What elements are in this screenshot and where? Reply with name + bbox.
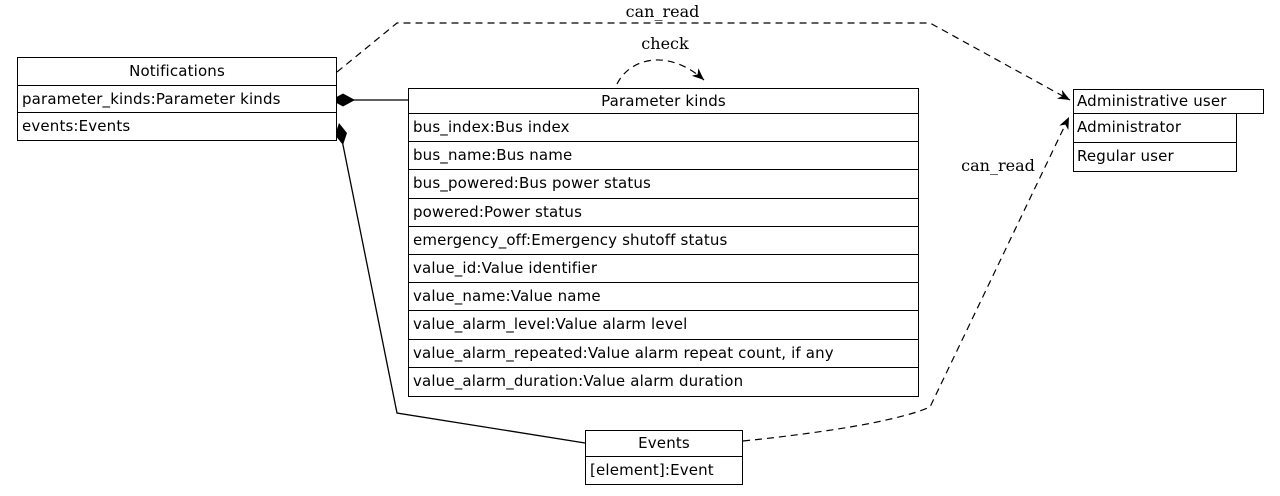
- edge-label-check: check: [641, 34, 689, 53]
- attribute-row: parameter_kinds:Parameter kinds: [18, 86, 336, 113]
- attribute-row: bus_name:Bus name: [409, 142, 918, 171]
- edge-composition-events: [341, 139, 586, 444]
- attribute-row: events:Events: [22, 116, 131, 135]
- attribute-row: emergency_off:Emergency shutoff status: [409, 227, 918, 255]
- node-title-administrative-user: Administrative user: [1073, 89, 1264, 114]
- node-events: Events [element]:Event: [585, 430, 743, 485]
- administrative-user-rows: Administrator Regular user: [1073, 114, 1237, 172]
- edge-can-read-top: [336, 22, 1071, 101]
- attribute-row: value_name:Value name: [409, 283, 918, 312]
- attribute-row: value_alarm_repeated:Value alarm repeat …: [409, 340, 918, 368]
- attribute-row: value_id:Value identifier: [409, 255, 918, 284]
- attribute-row: Regular user: [1077, 146, 1174, 165]
- attribute-row: powered:Power status: [409, 199, 918, 227]
- attribute-row: value_alarm_duration:Value alarm duratio…: [413, 371, 744, 390]
- attribute-row: Administrator: [1074, 114, 1236, 143]
- node-parameter-kinds: Parameter kinds bus_index:Bus index bus_…: [408, 88, 919, 397]
- node-administrative-user: Administrative user Administrator Regula…: [1073, 89, 1264, 172]
- attribute-row: [element]:Event: [590, 461, 714, 479]
- edge-can-read-bottom: [742, 116, 1070, 442]
- edge-label-can-read-top: can_read: [625, 2, 700, 21]
- composition-diamond-events: [335, 123, 347, 145]
- attribute-row: bus_index:Bus index: [409, 114, 918, 143]
- node-title-notifications: Notifications: [18, 58, 336, 86]
- edge-label-can-read-bottom: can_read: [961, 156, 1035, 175]
- node-notifications: Notifications parameter_kinds:Parameter …: [17, 57, 337, 142]
- edge-check-self-loop: [616, 59, 705, 85]
- composition-diamond-parameter-kinds: [331, 93, 355, 107]
- node-title-parameter-kinds: Parameter kinds: [409, 89, 918, 114]
- attribute-row: bus_powered:Bus power status: [409, 170, 918, 199]
- node-title-events: Events: [586, 431, 742, 457]
- attribute-row: value_alarm_level:Value alarm level: [409, 311, 918, 340]
